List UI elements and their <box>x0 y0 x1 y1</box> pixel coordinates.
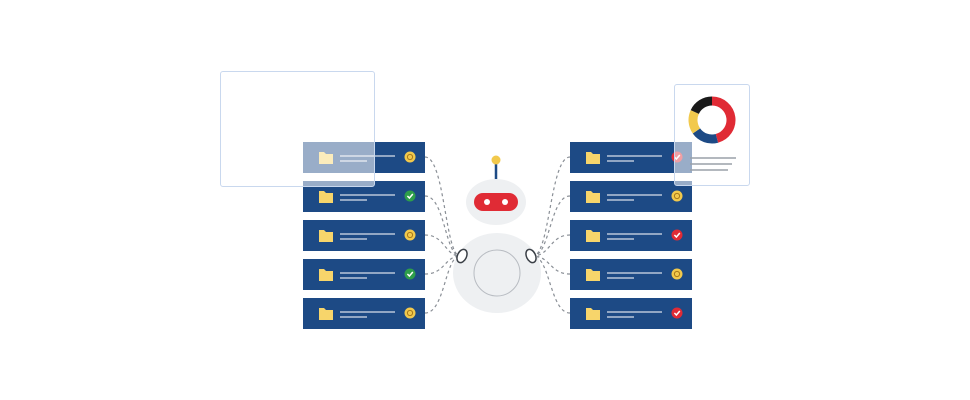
report-card <box>674 84 750 186</box>
left-server-rack-3 <box>303 220 425 251</box>
rack-label-lines <box>340 194 395 201</box>
folder-icon <box>586 191 600 203</box>
left-connector-5 <box>424 255 461 314</box>
blank-panel-card <box>220 71 375 187</box>
folder-icon <box>319 230 333 242</box>
check-icon <box>404 268 416 280</box>
folder-icon <box>586 269 600 281</box>
right-connector-1 <box>532 156 571 257</box>
rack-label-lines <box>340 311 395 318</box>
right-server-rack-4 <box>570 259 692 290</box>
robot-belly <box>473 249 521 297</box>
folder-icon <box>319 191 333 203</box>
rack-label-lines <box>340 272 395 279</box>
pending-icon <box>671 190 683 202</box>
right-hand-port <box>525 248 537 264</box>
donut-segment-2 <box>692 127 718 143</box>
folder-icon <box>319 269 333 281</box>
pending-icon <box>404 229 416 241</box>
folder-icon <box>586 230 600 242</box>
rack-label-lines <box>607 233 662 240</box>
folder-icon <box>586 308 600 320</box>
left-connector-1 <box>424 156 461 257</box>
right-connector-2 <box>532 195 571 257</box>
left-server-rack-5 <box>303 298 425 329</box>
pending-icon <box>671 268 683 280</box>
folder-icon <box>586 152 600 164</box>
antenna-icon <box>491 155 501 180</box>
folder-icon <box>319 308 333 320</box>
right-connector-5 <box>532 255 571 314</box>
robot-body <box>453 233 541 313</box>
donut-segment-1 <box>711 96 735 143</box>
eyes-icon <box>474 193 518 211</box>
rack-label-lines <box>607 155 662 162</box>
donut-segment-4 <box>690 96 712 114</box>
left-connector-2 <box>424 195 461 257</box>
error-icon <box>671 307 683 319</box>
right-server-rack-3 <box>570 220 692 251</box>
right-server-rack-5 <box>570 298 692 329</box>
error-icon <box>671 229 683 241</box>
pending-icon <box>404 307 416 319</box>
left-hand-port <box>456 248 468 264</box>
rack-label-lines <box>607 311 662 318</box>
pending-icon <box>404 151 416 163</box>
rack-label-lines <box>607 194 662 201</box>
rack-label-lines <box>340 233 395 240</box>
donut-segment-3 <box>688 109 700 133</box>
left-server-rack-4 <box>303 259 425 290</box>
right-server-stack <box>570 142 692 329</box>
robot <box>453 155 541 313</box>
check-icon <box>404 190 416 202</box>
right-server-rack-2 <box>570 181 692 212</box>
donut-chart-icon <box>688 96 736 171</box>
rack-label-lines <box>607 272 662 279</box>
